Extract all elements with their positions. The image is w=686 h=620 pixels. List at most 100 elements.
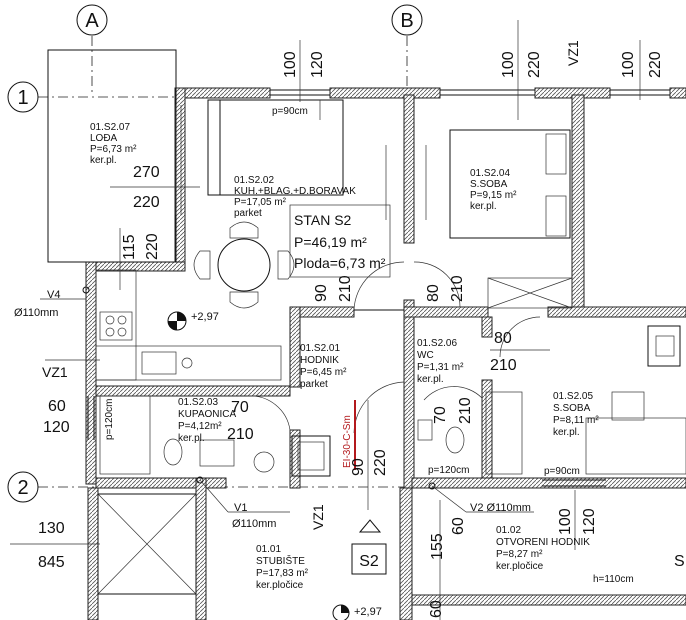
axis-marker-1: 1 [7,81,39,113]
svg-text:210: 210 [490,357,517,374]
svg-text:parket: parket [234,208,262,219]
svg-text:P=8,27 m²: P=8,27 m² [496,549,543,560]
dimension-lines [10,20,641,620]
svg-text:p=120cm: p=120cm [428,465,469,476]
svg-text:ker.pl.: ker.pl. [470,201,497,212]
windows [87,89,670,487]
svg-text:P=17,05 m²: P=17,05 m² [234,197,287,208]
svg-text:P=1,31 m²: P=1,31 m² [417,362,464,373]
svg-text:V2 Ø110mm: V2 Ø110mm [470,502,531,514]
svg-text:Ø110mm: Ø110mm [14,307,58,319]
svg-text:115: 115 [121,234,138,260]
svg-text:+2,97: +2,97 [191,311,219,323]
room-label-wc: 01.S2.06 WC P=1,31 m² ker.pl. [417,338,464,385]
svg-text:HODNIK: HODNIK [300,355,339,366]
room-label-loggia: 01.S2.07 LOĐA P=6,73 m² ker.pl. [90,122,137,166]
svg-text:210: 210 [457,397,474,424]
room-label-bathroom: 01.S2.03 KUPAONICA P=4,12m² ker.pl. [178,397,236,444]
svg-text:A: A [85,10,99,32]
svg-text:P=46,19 m²: P=46,19 m² [294,234,367,250]
svg-text:80: 80 [425,284,442,302]
svg-text:220: 220 [526,51,543,78]
svg-text:90: 90 [350,458,367,476]
apartment-label: STAN S2 P=46,19 m² Ploda=6,73 m² [294,212,386,271]
svg-text:845: 845 [38,554,65,571]
annotation-notes: p=90cm p=90cm p=120cm p=120cm h=110cm VZ… [14,40,685,585]
svg-text:220: 220 [133,194,160,211]
room-label-hall: 01.S2.01 HODNIK P=6,45 m² parket [300,343,347,390]
svg-text:V4: V4 [47,289,60,301]
svg-text:p=90cm: p=90cm [272,106,308,117]
pipe-markers [40,286,534,513]
svg-text:100: 100 [500,51,517,78]
svg-text:220: 220 [144,233,161,260]
svg-text:p=90cm: p=90cm [544,466,580,477]
svg-text:01.S2.03: 01.S2.03 [178,397,218,408]
svg-text:Ploda=6,73 m²: Ploda=6,73 m² [294,255,386,271]
svg-text:P=17,83 m²: P=17,83 m² [256,568,309,579]
room-label-open-corridor: 01.02 OTVORENI HODNIK P=8,27 m² ker.ploč… [496,525,590,572]
room-label-bedroom-1: 01.S2.04 S.SOBA P=9,15 m² ker.pl. [470,168,517,212]
svg-text:P=4,12m²: P=4,12m² [178,421,222,432]
svg-text:120: 120 [43,419,70,436]
svg-text:VZ1: VZ1 [565,40,581,66]
room-label-staircase: 01.01 STUBIŠTE P=17,83 m² ker.pločice [256,544,309,591]
svg-text:ker.pločice: ker.pločice [496,561,544,572]
svg-text:01.S2.07: 01.S2.07 [90,122,130,133]
svg-text:ker.pl.: ker.pl. [553,427,580,438]
walls [85,87,686,620]
svg-text:1: 1 [17,87,28,109]
svg-text:S.SOBA: S.SOBA [553,403,591,414]
dimension-labels: 100 120 100 220 100 220 270 220 115 220 … [38,51,664,618]
svg-text:P=6,73 m²: P=6,73 m² [90,144,137,155]
axis-marker-2: 2 [7,471,39,503]
loggia [47,49,182,263]
svg-text:ker.pl.: ker.pl. [178,433,205,444]
svg-text:OTVORENI HODNIK: OTVORENI HODNIK [496,537,590,548]
svg-text:S.SOBA: S.SOBA [470,179,508,190]
svg-text:parket: parket [300,379,328,390]
svg-text:220: 220 [372,449,389,476]
svg-text:WC: WC [417,350,434,361]
kitchen-furniture [95,99,391,381]
stair-shaft [97,493,197,595]
svg-text:270: 270 [133,164,160,181]
level-marker-upper: +2,97 [167,311,219,331]
svg-text:STUBIŠTE: STUBIŠTE [256,554,305,567]
svg-text:60: 60 [450,517,467,535]
svg-text:155: 155 [429,533,446,560]
svg-text:+2,97: +2,97 [354,606,382,618]
bedroom-furniture [449,129,686,475]
svg-text:P=6,45 m²: P=6,45 m² [300,367,347,378]
svg-text:01.S2.04: 01.S2.04 [470,168,510,179]
svg-text:h=110cm: h=110cm [593,574,634,585]
svg-text:60: 60 [48,398,66,415]
svg-text:VZ1: VZ1 [42,364,68,380]
svg-text:80: 80 [494,330,512,347]
svg-text:B: B [400,10,413,32]
svg-text:KUH.+BLAG.+D.BORAVAK: KUH.+BLAG.+D.BORAVAK [234,186,356,197]
level-marker-lower: +2,97 [332,604,382,620]
axis-marker-a: A [76,4,108,36]
svg-text:70: 70 [231,399,249,416]
svg-text:01.S2.06: 01.S2.06 [417,338,457,349]
svg-text:Ø110mm: Ø110mm [232,518,276,530]
svg-text:60: 60 [428,600,445,618]
svg-text:100: 100 [557,508,574,535]
svg-text:90: 90 [313,284,330,302]
svg-text:p=120cm: p=120cm [104,399,115,440]
svg-text:ker.pl.: ker.pl. [90,155,117,166]
svg-text:100: 100 [620,51,637,78]
svg-text:01.01: 01.01 [256,544,281,555]
svg-text:100: 100 [282,51,299,78]
svg-text:ker.pl.: ker.pl. [417,374,444,385]
svg-text:P=9,15 m²: P=9,15 m² [470,190,517,201]
svg-text:ker.pločice: ker.pločice [256,580,304,591]
svg-text:210: 210 [227,426,254,443]
svg-text:VZ1: VZ1 [310,504,326,530]
svg-text:01.02: 01.02 [496,525,521,536]
svg-text:220: 220 [647,51,664,78]
svg-text:130: 130 [38,520,65,537]
axis-marker-b: B [391,4,423,36]
svg-text:LOĐA: LOĐA [90,133,118,144]
